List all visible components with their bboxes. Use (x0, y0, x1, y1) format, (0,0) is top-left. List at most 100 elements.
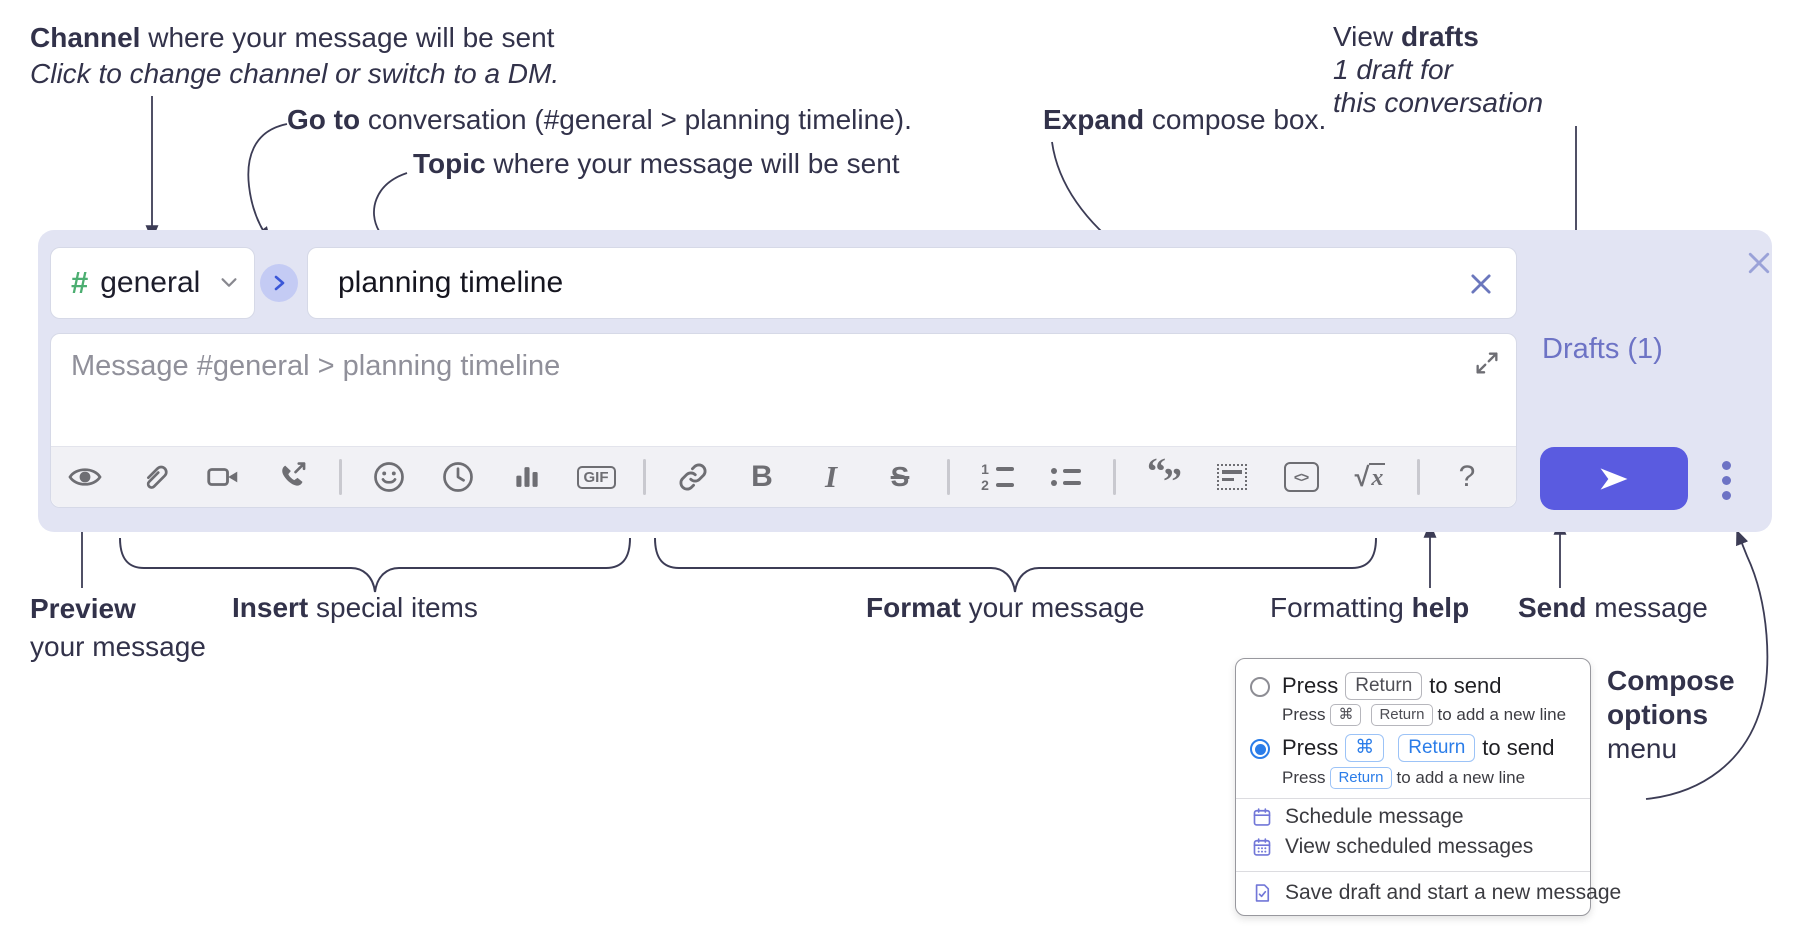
drafts-link[interactable]: Drafts (1) (1542, 333, 1663, 365)
spoiler-button[interactable] (1210, 455, 1254, 499)
topic-field-container (307, 247, 1517, 319)
annotation-topic-rest: where your message will be sent (485, 148, 900, 179)
kbd-cmd: ⌘ (1345, 734, 1385, 762)
time-button[interactable] (436, 455, 480, 499)
close-icon (1748, 252, 1770, 274)
ol-number-1: 1 (981, 461, 989, 477)
annotation-compose-l2: options (1607, 699, 1709, 730)
math-icon: √x (1354, 461, 1386, 492)
annotation-expand-bold: Expand (1043, 104, 1145, 135)
menu-item-label: Schedule message (1285, 805, 1464, 828)
go-to-conversation-button[interactable] (260, 264, 298, 302)
radio-cmd-return-to-send[interactable] (1250, 739, 1270, 759)
annotation-expand-rest: compose box. (1144, 104, 1327, 135)
kbd-return: Return (1371, 704, 1433, 726)
compose-box-panel: # general (38, 230, 1772, 532)
menu-item-schedule-message[interactable]: Schedule message (1252, 805, 1464, 829)
annotation-help-bold: help (1411, 592, 1470, 623)
annotation-channel: Channel where your message will be sent … (30, 20, 559, 92)
annotation-compose-options: Compose options menu (1607, 664, 1735, 766)
emoji-button[interactable] (367, 455, 411, 499)
topic-clear-button[interactable] (1466, 269, 1496, 299)
paperclip-icon (146, 465, 168, 489)
code-button[interactable]: <> (1279, 455, 1323, 499)
annotation-send-rest: message (1586, 592, 1708, 623)
expand-diagonal-icon (1476, 352, 1498, 374)
annotation-view-drafts-line2: 1 draft for (1333, 54, 1453, 85)
formatting-help-button[interactable]: ? (1445, 455, 1489, 499)
quote-close: ” (1163, 461, 1182, 503)
quote-icon: “” (1147, 450, 1182, 504)
option2-sub-pre: Press (1282, 768, 1326, 787)
annotation-view-drafts-bold: drafts (1400, 21, 1479, 52)
menu-divider (1236, 871, 1590, 872)
menu-item-view-scheduled[interactable]: View scheduled messages (1252, 835, 1533, 859)
strikethrough-button[interactable]: S (878, 455, 922, 499)
link-button[interactable] (671, 455, 715, 499)
annotation-channel-sub: Click to change channel or switch to a D… (30, 58, 560, 89)
bold-icon: B (751, 460, 773, 493)
topic-input[interactable] (308, 248, 1516, 318)
quote-open: “ (1147, 451, 1166, 493)
eye-icon (68, 468, 102, 486)
channel-hash-icon: # (71, 265, 89, 300)
annotation-send-bold: Send (1518, 592, 1587, 623)
video-call-button[interactable] (201, 455, 245, 499)
annotation-format-bold: Format (866, 592, 961, 623)
option1-pre: Press (1282, 673, 1339, 698)
draft-check-icon (1255, 884, 1270, 902)
channel-selector[interactable]: # general (50, 247, 255, 319)
send-button[interactable] (1540, 447, 1688, 510)
brace-insert (119, 537, 631, 593)
brace-format (654, 537, 1377, 593)
kbd-return: Return (1345, 672, 1423, 700)
annotation-format-rest: your message (960, 592, 1145, 623)
annotation-expand: Expand compose box. (1043, 102, 1326, 138)
annotation-preview-line2: your message (30, 631, 206, 662)
annotation-view-drafts-line3: this conversation (1333, 87, 1544, 118)
poll-button[interactable] (505, 455, 549, 499)
message-input[interactable] (51, 334, 1516, 446)
expand-compose-button[interactable] (1472, 348, 1502, 378)
option2-pre: Press (1282, 735, 1339, 760)
channel-name: general (100, 266, 201, 299)
strikethrough-icon: S (890, 461, 910, 492)
math-button[interactable]: √x (1348, 455, 1392, 499)
annotation-insert: Insert special items (232, 590, 478, 626)
quote-button[interactable]: “” (1141, 451, 1185, 503)
menu-item-save-draft[interactable]: Save draft and start a new message (1252, 881, 1621, 905)
message-box: GIF B I S 1 2 (50, 333, 1517, 508)
annotation-help-pre: Formatting (1270, 592, 1412, 623)
menu-item-label: View scheduled messages (1285, 835, 1534, 858)
radio-return-to-send[interactable] (1250, 677, 1270, 697)
close-compose-button[interactable] (1742, 246, 1776, 280)
dot (1722, 476, 1731, 485)
option-cmd-return-to-send[interactable]: Press ⌘ Return to send (1282, 734, 1554, 762)
compose-options-menu-button[interactable] (1722, 461, 1731, 500)
annotation-help: Formatting help (1270, 590, 1469, 626)
bold-button[interactable]: B (740, 455, 784, 499)
numbered-list-icon: 1 2 (980, 461, 1014, 492)
toolbar-divider (339, 459, 342, 495)
annotation-goto: Go to conversation (#general > planning … (287, 102, 912, 138)
annotation-compose-l1: Compose (1607, 665, 1735, 696)
annotation-preview-bold: Preview (30, 593, 136, 624)
toolbar-divider (947, 459, 950, 495)
smiley-icon (374, 462, 404, 492)
attach-file-button[interactable] (132, 455, 176, 499)
gif-button[interactable]: GIF (574, 455, 618, 499)
preview-button[interactable] (63, 455, 107, 499)
annotation-preview: Preview your message (30, 590, 206, 666)
annotation-format: Format your message (866, 590, 1145, 626)
annotation-channel-rest: where your message will be sent (140, 22, 555, 53)
option-return-to-send[interactable]: Press Return to send (1282, 672, 1501, 700)
gif-icon: GIF (576, 465, 616, 489)
voice-call-button[interactable] (270, 455, 314, 499)
toolbar-divider (1113, 459, 1116, 495)
numbered-list-button[interactable]: 1 2 (975, 455, 1019, 499)
send-plane-icon (1600, 467, 1628, 490)
italic-button[interactable]: I (809, 455, 853, 499)
kbd-return: Return (1330, 767, 1392, 789)
bulleted-list-button[interactable] (1044, 455, 1088, 499)
compose-toolbar: GIF B I S 1 2 (51, 446, 1516, 507)
